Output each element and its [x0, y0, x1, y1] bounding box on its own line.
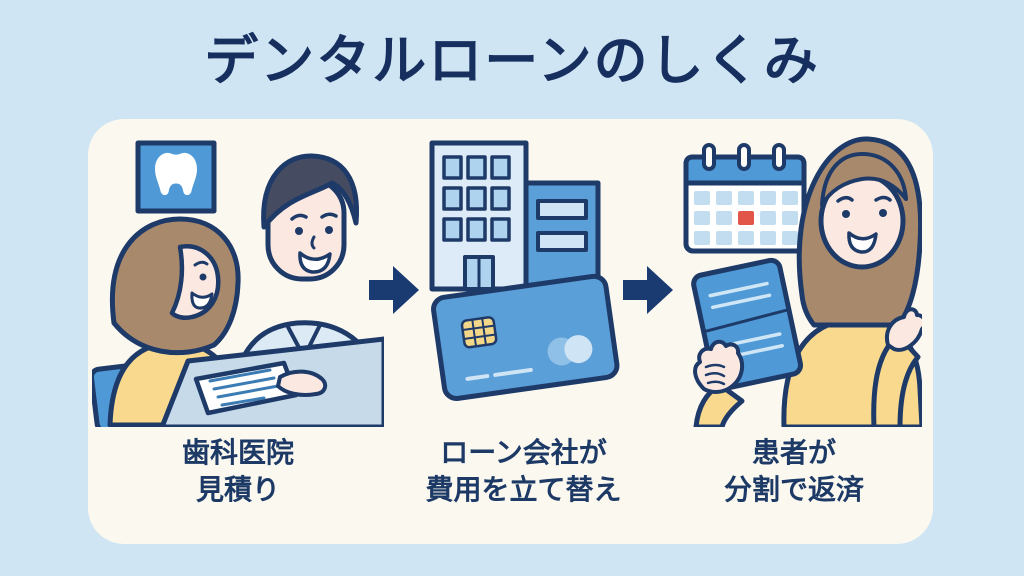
office-building-icon: [429, 140, 529, 292]
step-caption-patient-repayment: 患者が 分割で返済: [723, 437, 864, 505]
step-patient-repayment: 患者が 分割で返済: [666, 127, 922, 509]
bank-building-icon: [523, 180, 601, 292]
patient-repayment-illustration: [683, 136, 922, 427]
page-title: デンタルローンのしくみ: [204, 31, 820, 91]
left-hand: [693, 339, 745, 394]
arrow-right-icon: [623, 266, 673, 314]
dentist-consultation-illustration: [92, 140, 384, 427]
content-card: 歯科医院 見積り: [88, 119, 933, 544]
right-hand: [885, 307, 922, 352]
patient-woman-figure: [781, 136, 922, 427]
step-dental-clinic: 歯科医院 見積り: [92, 127, 384, 509]
loan-company-illustration: [429, 140, 620, 401]
credit-card-icon: [431, 273, 620, 401]
step-loan-company: ローン会社が 費用を立て替え: [406, 127, 641, 509]
step-caption-dental-clinic: 歯科医院 見積り: [181, 437, 294, 505]
arrow-right-icon: [369, 266, 419, 314]
left-arm: [693, 382, 745, 427]
step-caption-loan-company: ローン会社が 費用を立て替え: [425, 437, 622, 505]
payment-day-marker: [738, 211, 754, 225]
tooth-frame-icon: [135, 140, 217, 214]
dentist-hand: [276, 369, 328, 397]
calendar-icon: [683, 143, 807, 254]
